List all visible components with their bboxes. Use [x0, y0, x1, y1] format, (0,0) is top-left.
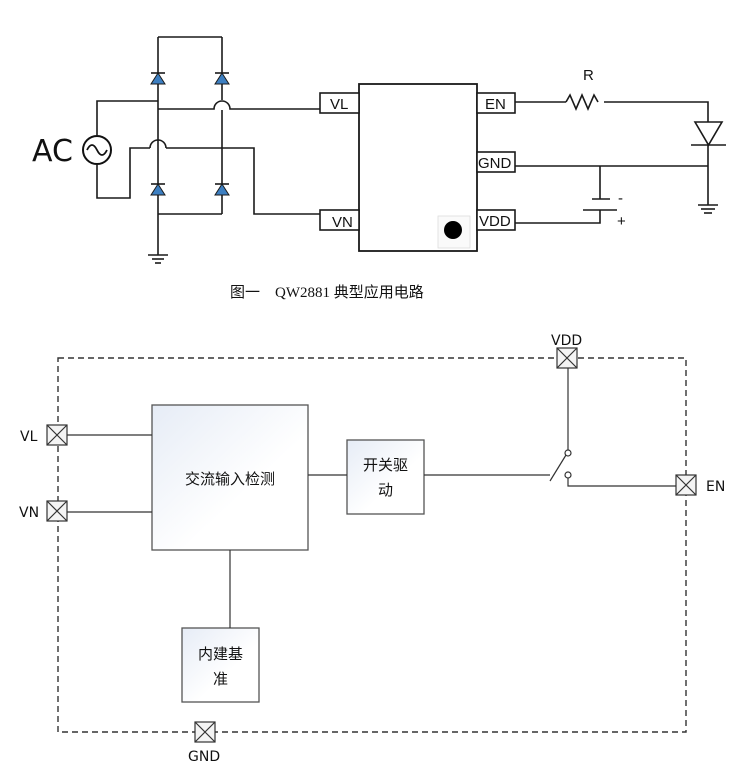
pin-gnd-label: GND	[478, 155, 512, 172]
pad-vn: VN	[19, 500, 68, 522]
pad-en-label: EN	[706, 479, 725, 495]
qw2881-chip: VL VN EN GND VDD	[319, 83, 516, 252]
ground-icon	[148, 254, 168, 264]
ac-label: AC	[32, 134, 73, 169]
pad-vdd-label: VDD	[551, 333, 582, 349]
pin-vn-label: VN	[332, 214, 353, 231]
pad-gnd: GND	[188, 721, 220, 765]
figure-1-caption: 图一 QW2881 典型应用电路	[230, 283, 424, 301]
ac-input-detect-label: 交流输入检测	[185, 470, 275, 488]
figure-1-application-circuit: AC VL VN EN GND VDD R	[32, 36, 726, 301]
diode-icon	[150, 183, 166, 196]
pad-en: EN	[675, 474, 725, 496]
ground-icon	[698, 204, 718, 214]
pad-vl-label: VL	[20, 429, 38, 445]
internal-reference-block	[181, 627, 260, 703]
switch-to-en-connection	[567, 476, 676, 487]
pin-gnd	[476, 151, 516, 173]
pad-vl: VL	[20, 424, 68, 446]
pin-vdd	[476, 209, 516, 231]
ac-input-detect-block	[151, 404, 309, 551]
pin-vl-label: VL	[330, 96, 348, 113]
switch-drive-label-1: 开关驱	[363, 456, 408, 474]
resistor-icon	[565, 92, 599, 112]
chip-logo-icon	[444, 221, 462, 239]
resistor-led-branch: R	[515, 67, 726, 214]
pin-en-label: EN	[485, 96, 506, 113]
figure-2-block-diagram: 交流输入检测 开关驱 动 内建基 准 VL V	[19, 333, 725, 765]
battery-branch: - +	[515, 165, 708, 230]
pad-vdd: VDD	[551, 333, 582, 369]
battery-minus-label: -	[618, 190, 623, 207]
vl-wire	[158, 100, 320, 110]
pin-en	[476, 92, 516, 114]
pad-gnd-label: GND	[188, 749, 220, 765]
pin-vl	[319, 92, 360, 114]
pin-vdd-label: VDD	[479, 213, 511, 230]
chip-boundary	[57, 357, 687, 733]
internal-reference-label-1: 内建基	[198, 645, 243, 663]
switch-drive-block	[346, 439, 425, 515]
diode-icon	[150, 72, 166, 85]
ac-source: AC	[32, 100, 320, 215]
battery-plus-label: +	[617, 213, 626, 230]
switch-drive-label-2: 动	[378, 481, 393, 499]
battery-icon	[583, 198, 617, 211]
pin-vn	[319, 209, 360, 231]
diode-icon	[214, 72, 230, 85]
resistor-label: R	[583, 67, 594, 84]
internal-reference-label-2: 准	[213, 670, 228, 688]
diode-icon	[214, 183, 230, 196]
led-diode-icon	[691, 121, 726, 147]
bridge-rectifier	[148, 36, 230, 264]
switch-icon	[549, 449, 572, 482]
pad-vn-label: VN	[19, 505, 39, 521]
